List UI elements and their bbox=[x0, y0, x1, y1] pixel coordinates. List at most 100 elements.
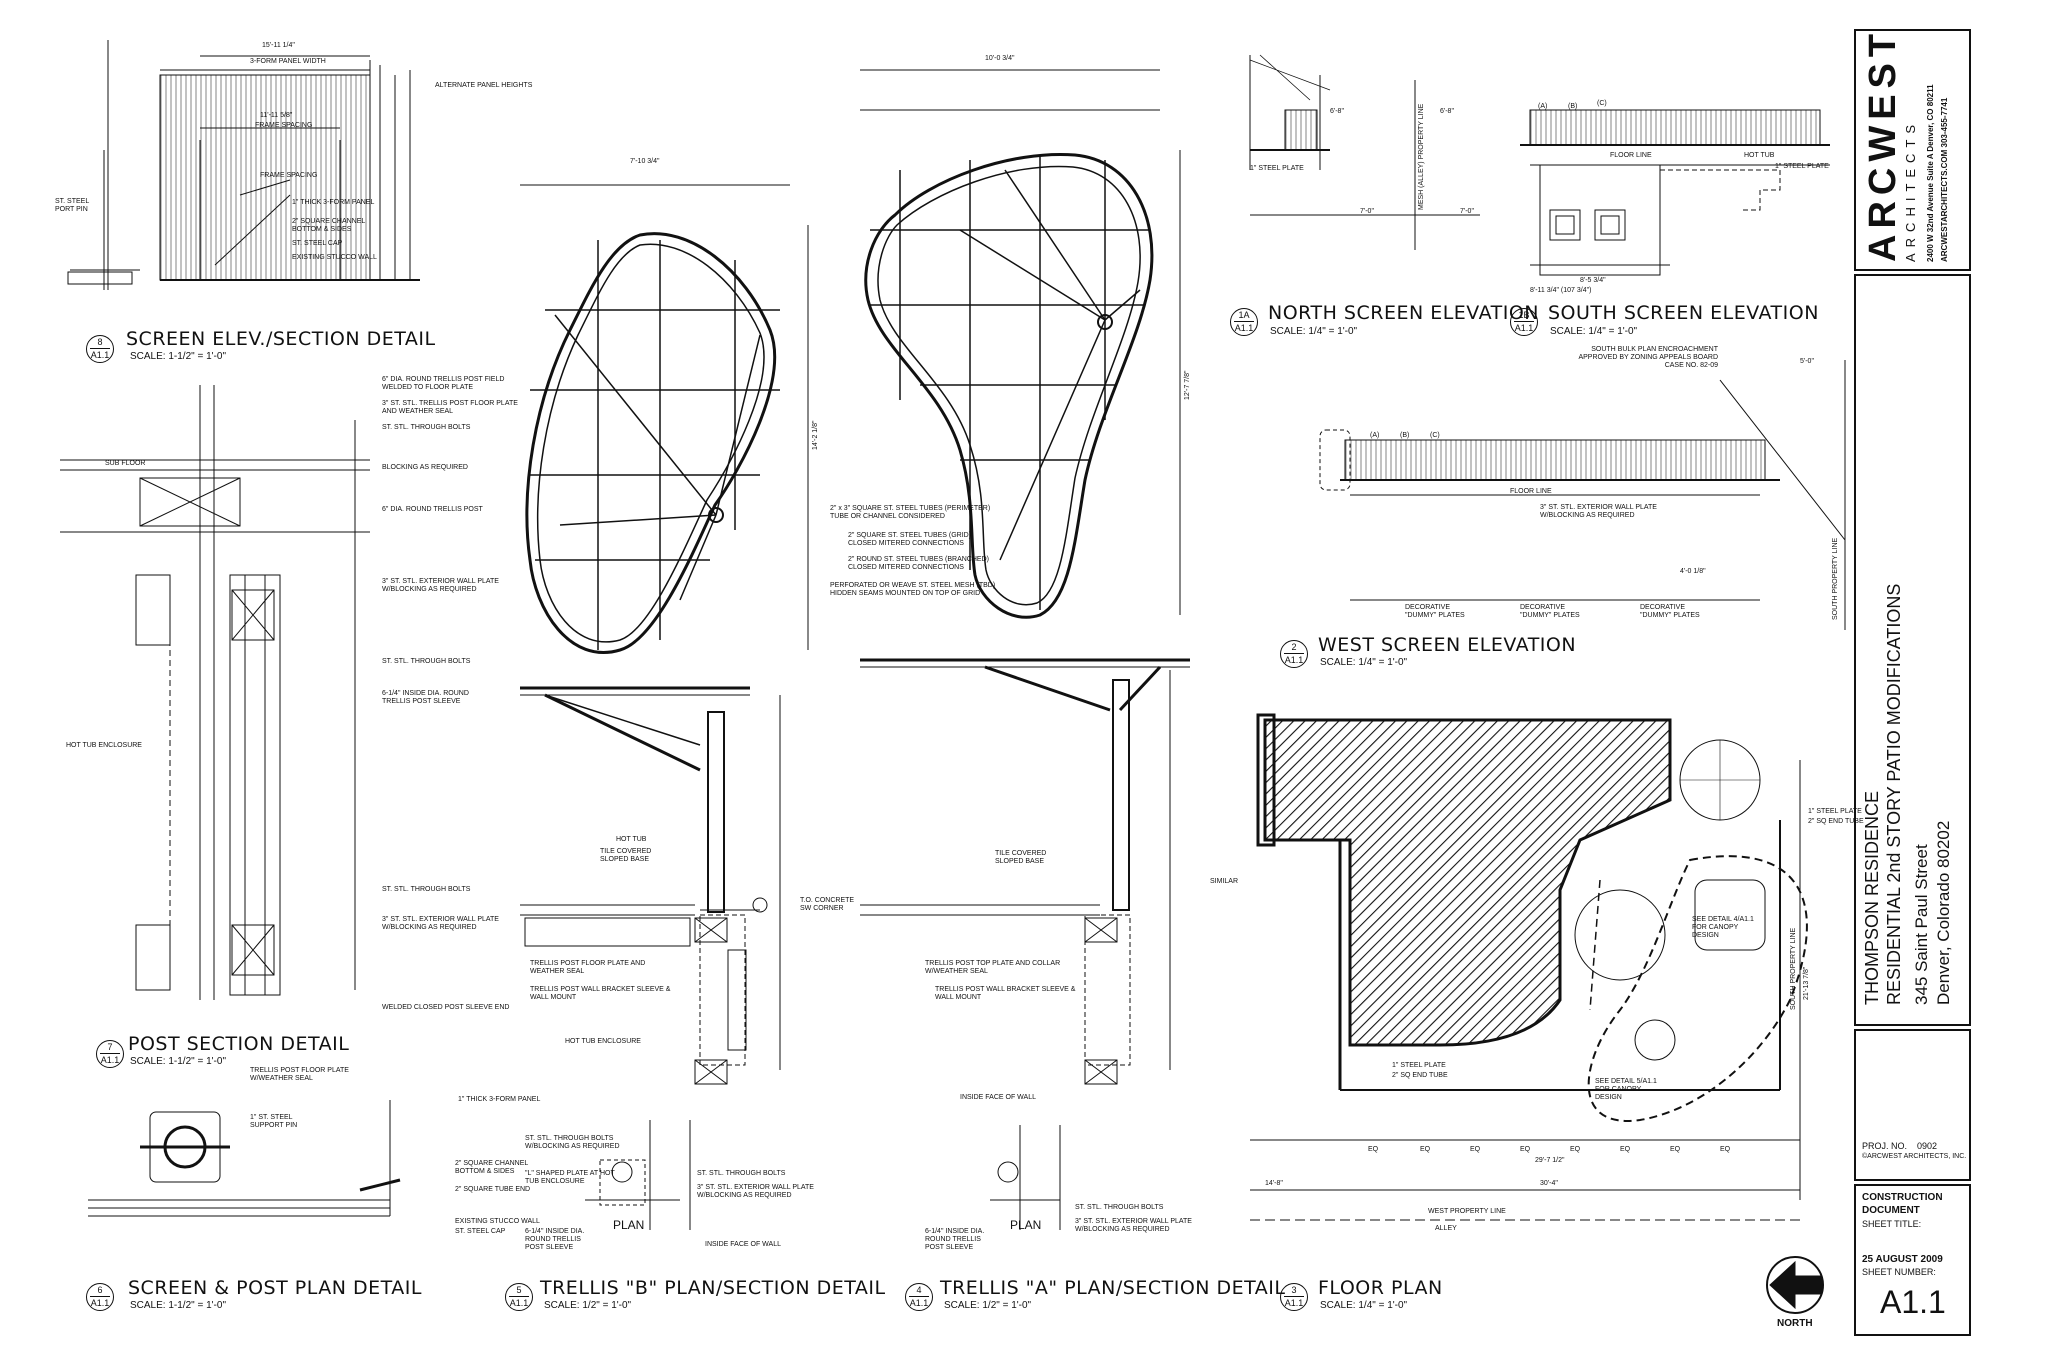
project-address-2: Denver, Colorado 80202 bbox=[1934, 820, 1953, 1005]
note: 1" THICK 3-FORM PANEL bbox=[458, 1096, 541, 1103]
note: TRELLIS POST FLOOR PLATE W/WEATHER SEAL bbox=[250, 1067, 349, 1082]
south-elevation bbox=[1520, 109, 1830, 276]
note: TRELLIS POST WALL BRACKET SLEEVE & WALL … bbox=[530, 986, 671, 1001]
detail-title-1a: NORTH SCREEN ELEVATION bbox=[1268, 302, 1539, 324]
dimension: 10'-0 3/4" bbox=[985, 55, 1015, 62]
dimension: 5'-0" bbox=[1800, 358, 1814, 365]
note: 1" STEEL PLATE bbox=[1808, 808, 1862, 815]
proj-no: PROJ. NO. 0902 bbox=[1862, 1141, 1938, 1151]
note: 1" STEEL PLATE bbox=[1392, 1062, 1446, 1069]
detail-title-2: WEST SCREEN ELEVATION bbox=[1318, 634, 1577, 656]
note: 1" THICK 3-FORM PANEL bbox=[292, 199, 375, 206]
note: ST. STL. THROUGH BOLTS W/BLOCKING AS REQ… bbox=[525, 1135, 620, 1150]
dimension: 6'-8" bbox=[1330, 108, 1344, 115]
north-elevation bbox=[1249, 54, 1480, 250]
note: 1" ST. STEEL SUPPORT PIN bbox=[250, 1114, 298, 1129]
sheet-title-label: SHEET TITLE: bbox=[1862, 1219, 1922, 1229]
dim-eq: EQ bbox=[1470, 1146, 1481, 1153]
dimension: 7'-0" bbox=[1460, 208, 1474, 215]
detail-scale-1a: SCALE: 1/4" = 1'-0" bbox=[1270, 326, 1358, 337]
detail-scale-5: SCALE: 1/2" = 1'-0" bbox=[544, 1300, 632, 1311]
detail-title-8: SCREEN ELEV./SECTION DETAIL bbox=[126, 328, 436, 350]
note: DECORATIVE "DUMMY" PLATES bbox=[1520, 604, 1580, 619]
note: TRELLIS POST WALL BRACKET SLEEVE & WALL … bbox=[935, 986, 1076, 1001]
note: HOT TUB bbox=[616, 836, 647, 843]
screen-post-plan-detail bbox=[88, 1100, 401, 1217]
note: BLOCKING AS REQUIRED bbox=[382, 464, 468, 471]
note: ST. STEEL CAP bbox=[292, 240, 343, 247]
panel-letter: (B) bbox=[1568, 103, 1578, 110]
note: FRAME SPACING bbox=[260, 172, 318, 179]
note: PERFORATED OR WEAVE ST. STEEL MESH (TBD)… bbox=[830, 582, 996, 597]
panel-letter: (C) bbox=[1430, 432, 1440, 439]
dimension: 7'-10 3/4" bbox=[630, 158, 660, 165]
note: SEE DETAIL 4/A1.1 FOR CANOPY DESIGN bbox=[1692, 916, 1754, 939]
note: ST. STL. THROUGH BOLTS bbox=[382, 658, 471, 665]
detail-scale-7: SCALE: 1-1/2" = 1'-0" bbox=[130, 1056, 227, 1067]
project-description: RESIDENTIAL 2nd STORY PATIO MODIFICATION… bbox=[1884, 583, 1904, 1005]
panel-letter: (A) bbox=[1370, 432, 1380, 439]
note: 2" x 3" SQUARE ST. STEEL TUBES (PERIMETE… bbox=[830, 505, 991, 520]
note: T.O. CONCRETE SW CORNER bbox=[800, 897, 855, 912]
note: TILE COVERED SLOPED BASE bbox=[995, 850, 1047, 865]
dimension: 7'-0" bbox=[1360, 208, 1374, 215]
detail-title-7: POST SECTION DETAIL bbox=[128, 1033, 350, 1055]
note: 2" SQUARE CHANNEL BOTTOM & SIDES bbox=[455, 1160, 529, 1175]
dim-eq: EQ bbox=[1368, 1146, 1379, 1153]
detail-title-1b: SOUTH SCREEN ELEVATION bbox=[1548, 302, 1819, 324]
dimension: 15'-11 1/4" bbox=[262, 42, 295, 49]
dimension: 14'-8" bbox=[1265, 1180, 1283, 1187]
dimension: 29'-7 1/2" bbox=[1535, 1157, 1565, 1164]
dimension: 30'-4" bbox=[1540, 1180, 1558, 1187]
dimension: 14'-2 1/8" bbox=[812, 420, 819, 450]
dim-eq: EQ bbox=[1620, 1146, 1631, 1153]
note: SOUTH BULK PLAN ENCROACHMENT APPROVED BY… bbox=[1578, 346, 1718, 369]
note: 2" SQ END TUBE bbox=[1392, 1072, 1448, 1079]
panel-letter: (B) bbox=[1400, 432, 1410, 439]
trellis-a-detail bbox=[860, 69, 1190, 1230]
date: 25 AUGUST 2009 bbox=[1862, 1254, 1943, 1265]
note: ALTERNATE PANEL HEIGHTS bbox=[435, 82, 533, 89]
project-address-1: 345 Saint Paul Street bbox=[1912, 844, 1931, 1005]
note: 6-1/4" INSIDE DIA. ROUND TRELLIS POST SL… bbox=[925, 1228, 985, 1251]
detail-scale-2: SCALE: 1/4" = 1'-0" bbox=[1320, 657, 1408, 668]
note: SOUTH PROPERTY LINE bbox=[1790, 927, 1797, 1010]
note: SIMILAR bbox=[1210, 878, 1239, 885]
trellis-b-detail bbox=[520, 184, 809, 1230]
note: ST. STL. THROUGH BOLTS bbox=[382, 424, 471, 431]
note: 3" ST. STL. EXTERIOR WALL PLATE W/BLOCKI… bbox=[382, 578, 499, 593]
note: HOT TUB bbox=[1744, 152, 1775, 159]
note: HOT TUB ENCLOSURE bbox=[565, 1038, 641, 1045]
doc-type-1: CONSTRUCTION bbox=[1862, 1192, 1943, 1203]
note: TRELLIS POST FLOOR PLATE AND WEATHER SEA… bbox=[530, 960, 646, 975]
detail-scale-6: SCALE: 1-1/2" = 1'-0" bbox=[130, 1300, 227, 1311]
note: TRELLIS POST TOP PLATE AND COLLAR W/WEAT… bbox=[925, 960, 1061, 975]
note: 2" SQ END TUBE bbox=[1808, 818, 1864, 825]
note: SEE DETAIL 5/A1.1 FOR CANOPY DESIGN bbox=[1595, 1078, 1657, 1101]
note: SUB FLOOR bbox=[105, 460, 146, 467]
note: ALLEY bbox=[1435, 1225, 1457, 1232]
note: "L" SHAPED PLATE AT HOT TUB ENCLOSURE bbox=[525, 1170, 615, 1185]
note: DECORATIVE "DUMMY" PLATES bbox=[1405, 604, 1465, 619]
detail-scale-1b: SCALE: 1/4" = 1'-0" bbox=[1550, 326, 1638, 337]
dimension: 8'-5 3/4" bbox=[1580, 277, 1606, 284]
note: ST. STEEL CAP bbox=[455, 1228, 506, 1235]
firm-address: 2400 W 32nd Avenue Suite A Denver, CO 80… bbox=[1926, 84, 1935, 262]
note: DECORATIVE "DUMMY" PLATES bbox=[1640, 604, 1700, 619]
screen-elev-detail bbox=[67, 40, 420, 290]
north-arrow-icon bbox=[1766, 1256, 1824, 1314]
west-elevation bbox=[1319, 360, 1846, 630]
dimension: 6'-8" bbox=[1440, 108, 1454, 115]
dimension: 4'-0 1/8" bbox=[1680, 568, 1706, 575]
note: WELDED CLOSED POST SLEEVE END bbox=[382, 1004, 510, 1011]
dim-eq: EQ bbox=[1720, 1146, 1731, 1153]
note: INSIDE FACE OF WALL bbox=[705, 1241, 781, 1248]
note: 6" DIA. ROUND TRELLIS POST bbox=[382, 506, 483, 513]
note: FLOOR LINE bbox=[1610, 152, 1652, 159]
detail-scale-3: SCALE: 1/4" = 1'-0" bbox=[1320, 1300, 1408, 1311]
